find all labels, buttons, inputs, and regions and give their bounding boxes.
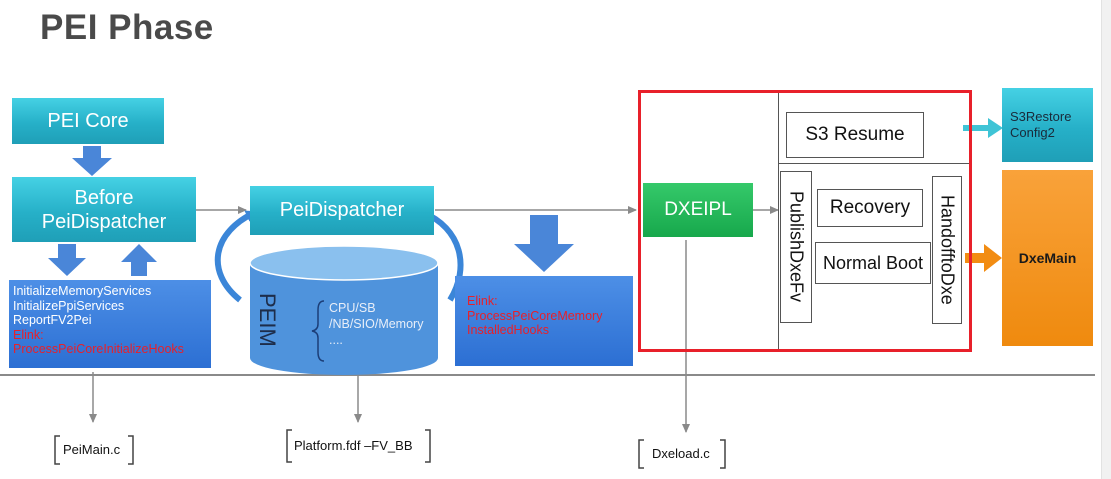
source-peimain: PeiMain.c [63,442,121,457]
list-item: ReportFV2Pei [13,313,92,327]
s3-resume-box: S3 Resume [786,112,924,158]
list-item: CPU/SB [329,301,376,315]
page-title: PEI Phase [40,8,214,47]
list-item: ProcessPeiCoreInitializeHooks [13,342,184,356]
frame-divider-vertical [778,93,779,349]
before-label-line2: PeiDispatcher [41,210,167,233]
peim-label: PEIM [255,293,280,347]
loop-arrow-left [214,209,258,303]
pei-core-label: PEI Core [47,109,129,132]
source-dxeload: Dxeload.c [652,446,710,461]
arrow-to-s3restore [963,118,1003,138]
peim-cylinder-top [249,245,439,281]
normal-boot-box: Normal Boot [815,242,931,284]
arrow-dispatcher-down [514,215,574,272]
list-item: .... [329,333,343,347]
peim-cylinder-body [250,263,438,375]
init-services-box: InitializeMemoryServices InitializePpiSe… [9,280,211,368]
list-item: InitializePpiServices [13,298,125,313]
list-item: InitializeMemoryServices [13,284,152,298]
list-item: InstalledHooks [467,323,549,337]
publish-dxe-fv-box: PublishDxeFv [780,171,812,323]
dxeipl-label: DXEIPL [664,199,732,220]
recovery-box: Recovery [817,189,923,227]
handoff-to-dxe-label: HandofftoDxe [937,195,958,305]
dxeipl-frame [638,90,972,352]
handoff-to-dxe-box: HandofftoDxe [932,176,962,324]
dxeipl-box: DXEIPL [643,183,753,237]
elink-memory-hooks-box: Elink: ProcessPeiCoreMemory InstalledHoo… [455,276,633,366]
before-pei-dispatcher-box: Before PeiDispatcher [12,177,196,242]
dxe-main-label: DxeMain [1018,250,1077,266]
list-item: Elink: [467,294,498,308]
recovery-label: Recovery [829,197,911,218]
s3restore-label-line1: S3Restore [1010,109,1072,124]
arrow-list-to-before [121,244,157,276]
list-item: ProcessPeiCoreMemory [467,308,603,323]
normal-boot-label: Normal Boot [822,252,924,273]
frame-divider-horizontal [778,163,969,164]
arrow-to-dxemain [965,244,1002,272]
s3-resume-label: S3 Resume [805,124,905,145]
s3restore-config2-box: S3Restore Config2 [1002,88,1093,162]
pei-dispatcher-box: PeiDispatcher [250,186,434,235]
dxe-main-box: DxeMain [1002,170,1093,346]
arrow-core-to-before [72,146,112,176]
before-label-line1: Before [74,186,134,209]
list-item: /NB/SIO/Memory [329,317,424,331]
arrow-before-to-list [48,244,86,276]
pei-dispatcher-label: PeiDispatcher [279,199,405,221]
pei-core-box: PEI Core [12,98,164,144]
vertical-scrollbar[interactable] [1101,0,1111,479]
list-item: Elink: [13,327,44,342]
peim-items: CPU/SB /NB/SIO/Memory .... [329,300,441,348]
s3restore-label-line2: Config2 [1010,125,1055,140]
publish-dxe-fv-label: PublishDxeFv [786,191,807,303]
peim-brace [311,300,325,362]
source-platform-fdf: Platform.fdf –FV_BB [294,438,413,453]
